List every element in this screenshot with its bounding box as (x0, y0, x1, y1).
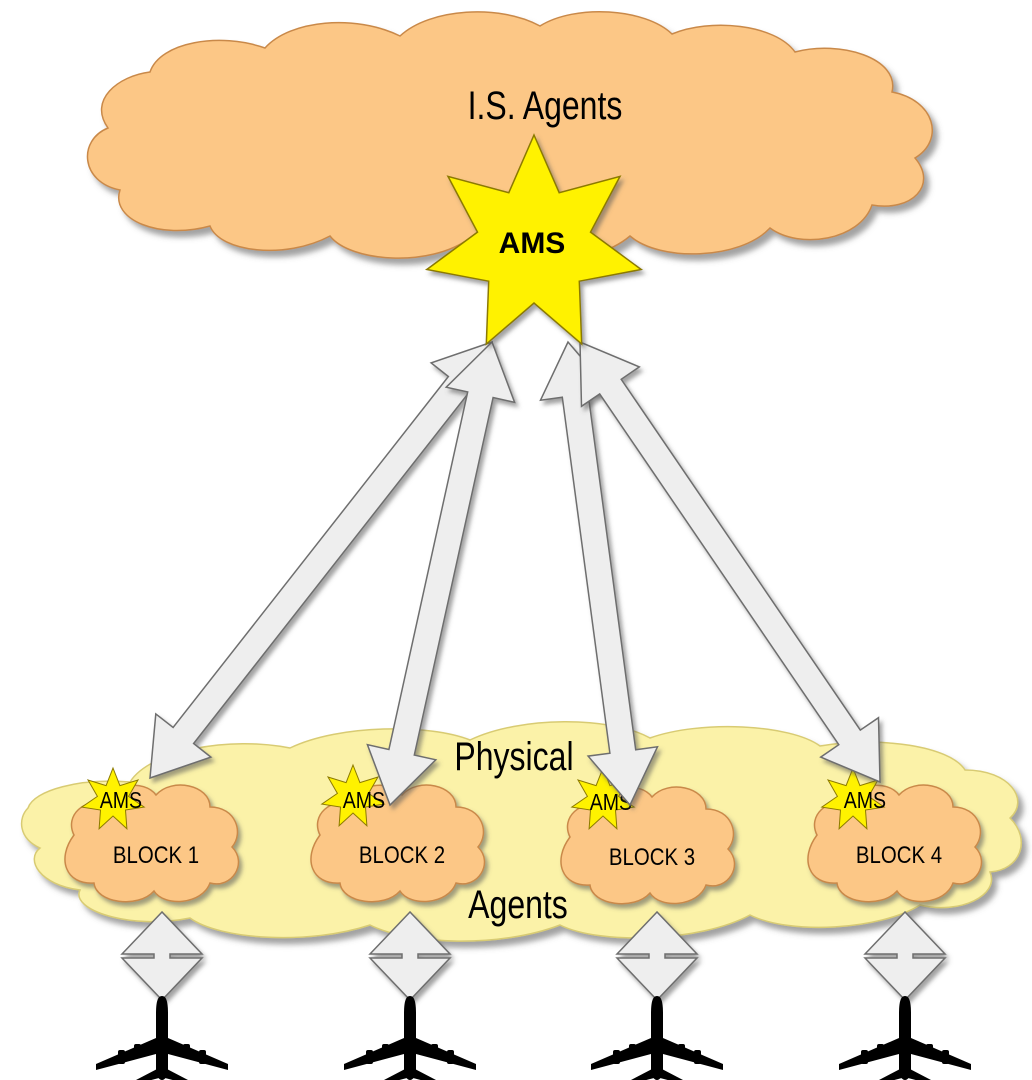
double-arrow-icon (579, 340, 881, 784)
block-4-cloud: AMS BLOCK 4 (807, 766, 983, 903)
block-1-label: BLOCK 1 (113, 841, 199, 868)
central-ams-label: AMS (499, 227, 566, 260)
airplane-icon (591, 996, 723, 1080)
ams-connection-arrows (149, 340, 881, 807)
block-1-ams-star-icon (80, 766, 146, 831)
is-agents-label: I.S. Agents (468, 83, 623, 128)
agents-label: Agents (468, 882, 568, 927)
block-2-ams-star-icon (320, 763, 386, 828)
aircraft-row (96, 996, 971, 1080)
block-2-cloud: AMS BLOCK 2 (310, 763, 486, 903)
airplane-icon (839, 996, 971, 1080)
airplane-icon (96, 996, 228, 1080)
is-agents-cloud (86, 11, 933, 262)
block-4-ams-label: AMS (844, 788, 886, 814)
airplane-icon (344, 996, 476, 1080)
block-4-label: BLOCK 4 (856, 841, 942, 868)
double-arrow-icon (120, 910, 204, 1002)
block-2-ams-label: AMS (343, 788, 385, 814)
block-1-ams-label: AMS (100, 788, 142, 814)
double-arrow-icon (863, 910, 947, 1002)
physical-label: Physical (454, 734, 573, 779)
block-2-label: BLOCK 2 (359, 841, 445, 868)
block-aircraft-arrows (120, 910, 947, 1002)
double-arrow-icon (366, 340, 516, 807)
block-4-ams-star-icon (820, 766, 886, 831)
block-3-label: BLOCK 3 (609, 843, 695, 870)
block-1-cloud: AMS BLOCK 1 (64, 766, 240, 903)
central-ams-star-icon (424, 133, 644, 346)
